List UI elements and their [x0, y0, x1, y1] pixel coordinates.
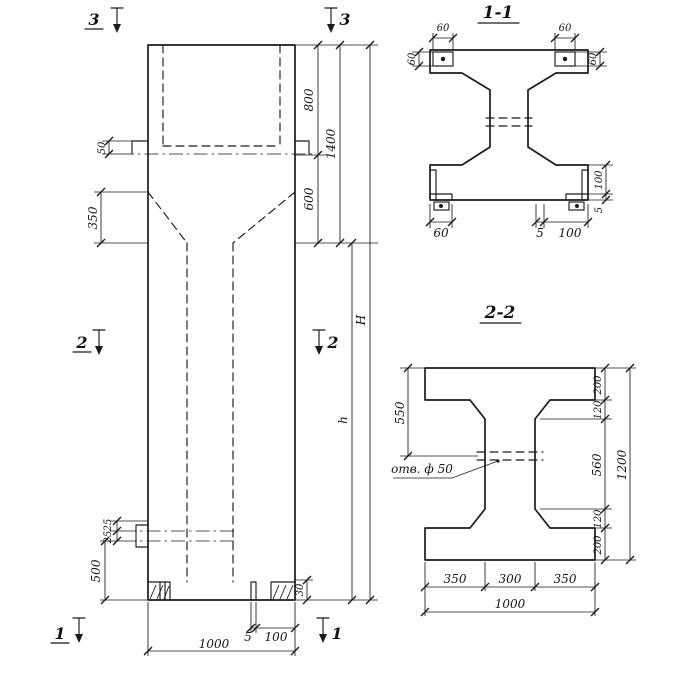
dim-5-right: 5: [594, 207, 605, 213]
section-2-2-view: 2-2 отв. ф 50 550 200 120 560 120 200 12…: [391, 303, 636, 617]
dim-350-b: 350: [554, 572, 577, 586]
section-marker-2-right: 2: [312, 329, 339, 355]
section-1-1-title: 1-1: [483, 3, 514, 23]
svg-text:1: 1: [331, 624, 342, 643]
hole-leader: [393, 460, 499, 479]
lower-embed-plate: [135, 524, 149, 548]
embed-angle-bottom-left: [429, 169, 453, 201]
section-1-1-outline: [429, 49, 589, 201]
dim-60-right-v: 60: [588, 52, 599, 65]
svg-text:2: 2: [75, 333, 87, 352]
dim-100-right: 100: [594, 170, 605, 190]
dim-60-bottom: 60: [433, 226, 449, 240]
dim-H: H: [354, 314, 368, 326]
dim-800: 800: [302, 88, 316, 111]
web-edges-hidden: [186, 242, 234, 583]
section-2-2-hole-hidden: [476, 451, 544, 461]
elevation-extension-lines: [94, 44, 378, 656]
dim-100-bottom: 100: [559, 226, 582, 240]
anchor-dot-top-right: [562, 56, 568, 62]
svg-text:3: 3: [339, 10, 350, 29]
svg-text:1: 1: [54, 624, 65, 643]
head-embed-left: [131, 140, 149, 155]
dim-550: 550: [393, 401, 407, 424]
dim-200-top: 200: [593, 375, 604, 396]
dim-200-bot: 200: [593, 535, 604, 556]
elevation-view: 50 350 800 600 1400 h H 25 25 500 30 5 1…: [50, 7, 378, 656]
dim-350: 350: [86, 206, 100, 229]
foot-hatch: [149, 584, 294, 600]
section-2-2-title: 2-2: [484, 303, 516, 323]
dim-1400: 1400: [324, 128, 338, 159]
head-embed-right: [294, 140, 310, 155]
hole-leader-dot: [496, 459, 500, 463]
dim-25-a: 25: [103, 519, 114, 533]
section-2-2-dimension-lines: [407, 368, 631, 613]
section-2-2-extension-lines: [400, 367, 636, 616]
dim-120-bot: 120: [593, 509, 604, 529]
dim-500: 500: [89, 559, 103, 582]
hole-label: отв. ф 50: [391, 462, 453, 476]
section-marker-2-left: 2: [72, 329, 106, 355]
dim-h: h: [336, 416, 350, 424]
dim-300: 300: [499, 572, 522, 586]
column-outline: [147, 44, 296, 601]
dim-1200: 1200: [615, 449, 629, 480]
anchor-plate-bottom-left: [433, 201, 450, 211]
dim-25-b: 25: [103, 531, 114, 545]
section-1-1-extension-lines: [412, 33, 613, 228]
section-1-1-hole-hidden: [485, 117, 533, 127]
svg-text:2: 2: [326, 333, 338, 352]
dim-560: 560: [590, 453, 604, 476]
dim-120-top: 120: [593, 400, 604, 420]
anchor-dot-bottom-right: [575, 204, 579, 208]
head-recess-hidden: [162, 44, 281, 147]
section-marker-3-left: 3: [84, 7, 124, 33]
section-2-2-dimension-ticks: [403, 363, 635, 617]
dim-5-bottom: 5: [536, 226, 544, 240]
dim-60-left-v: 60: [407, 52, 418, 65]
anchor-dot-top-left: [440, 56, 446, 62]
embed-plate-top-right: [554, 51, 576, 67]
dim-600: 600: [302, 187, 316, 210]
dim-350-a: 350: [444, 572, 467, 586]
section-marker-3-right: 3: [324, 7, 351, 33]
section-marker-1-right: 1: [316, 617, 343, 643]
elevation-dimension-ticks: [96, 40, 375, 656]
section-1-1-dimension-ticks: [414, 33, 611, 227]
dim-1000-bottom: 1000: [495, 597, 526, 611]
dim-60-top-left: 60: [437, 23, 450, 34]
section-1-1-dimension-lines: [418, 37, 607, 223]
section-1-1-view: 1-1 60 60 60 60 60 5 100 100 5: [407, 3, 613, 240]
embed-plate-top-left: [432, 51, 454, 67]
dim-100: 100: [265, 630, 288, 644]
dim-60-top-right: 60: [559, 23, 572, 34]
embed-angle-bottom-right: [565, 169, 589, 201]
svg-text:3: 3: [88, 10, 99, 29]
section-marker-1-left: 1: [50, 617, 86, 644]
lower-embed-axes: [122, 530, 236, 542]
dim-50: 50: [97, 141, 108, 154]
anchor-dot-bottom-left: [439, 204, 443, 208]
web-taper-hidden: [147, 191, 296, 244]
dim-5: 5: [244, 630, 252, 644]
dim-1000: 1000: [199, 637, 230, 651]
dim-30: 30: [295, 583, 306, 596]
anchor-plate-bottom-right: [568, 201, 585, 211]
foot-right: [250, 581, 296, 601]
